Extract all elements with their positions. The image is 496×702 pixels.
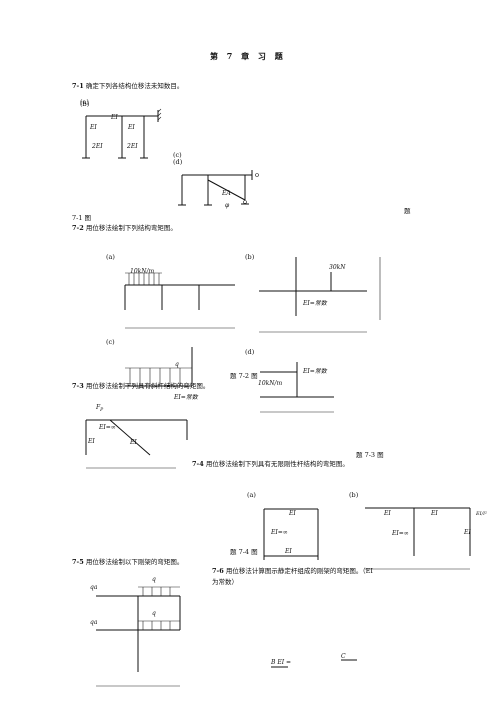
problem-7-6-cont: 为常数） xyxy=(212,578,238,586)
ei-inf-label: EI=∞ xyxy=(392,530,409,537)
ei-label: EI xyxy=(128,124,135,131)
figure-caption: 7-1 图 xyxy=(72,214,92,222)
ei-label: EI xyxy=(130,439,137,446)
ei-inf-label: EI=∞ xyxy=(99,424,116,431)
fig-label-a: (a) xyxy=(106,253,115,261)
problem-text: 用位移法计算图示静定杆组成的刚架的弯矩图。（EI xyxy=(225,567,373,575)
load-label: 10kN/m xyxy=(258,380,283,387)
problem-text: 用位移法绘制下列结构弯矩图。 xyxy=(85,224,177,232)
frame-7-5 xyxy=(96,586,181,687)
ei-label: EI=常数 xyxy=(303,368,327,375)
figure-caption: 题 7-2 图 xyxy=(230,372,258,380)
frame-7-1-ab xyxy=(82,108,162,159)
ei-label: EI xyxy=(111,114,118,121)
frame-7-2-a xyxy=(124,272,235,329)
load-label: 10kN/m xyxy=(130,268,155,275)
force-label: FP xyxy=(96,404,104,414)
frame-7-6 xyxy=(271,659,357,668)
problem-7-2: 7-2 用位移法绘制下列结构弯矩图。 xyxy=(72,225,177,232)
problem-number: 7-6 xyxy=(212,567,224,575)
ei-label: EI xyxy=(285,548,292,555)
fig-label-d: (d) xyxy=(173,158,183,166)
frame-7-1-cd xyxy=(178,170,259,206)
ei-label: EI xyxy=(431,510,438,517)
c-label: C xyxy=(341,653,346,660)
frame-7-2-d xyxy=(260,362,334,413)
problem-number: 7-4 xyxy=(192,460,204,468)
q-label: q xyxy=(152,610,156,617)
stiffness-label: EI/l² xyxy=(476,511,487,517)
frame-7-4-a xyxy=(263,508,319,560)
ei-inf-label: EI=∞ xyxy=(271,529,288,536)
frame-7-2-c xyxy=(125,347,193,387)
problem-7-1: 7-1 确定下列各结构位移法未知数目。 xyxy=(72,83,183,90)
ei-label: EI=常数 xyxy=(303,300,327,307)
frame-7-4-b xyxy=(365,507,471,570)
fig-label-a: (a) xyxy=(80,98,89,106)
ei-label: EI xyxy=(88,438,95,445)
ei-label: EI xyxy=(384,510,391,517)
q-label: q xyxy=(175,361,179,368)
fig-label-b: (b) xyxy=(245,253,255,261)
problem-7-5: 7-5 用位移法绘制以下刚架的弯矩图。 xyxy=(72,559,183,566)
phi-label: φ xyxy=(225,202,230,209)
fig-label-c: (c) xyxy=(173,151,182,159)
frame-7-3 xyxy=(85,419,188,469)
problem-7-6: 7-6 用位移法计算图示静定杆组成的刚架的弯矩图。（EI xyxy=(212,568,373,575)
qa-label: qa xyxy=(90,619,98,626)
problem-text: 确定下列各结构位移法未知数目。 xyxy=(85,82,184,90)
figure-caption: 题 7-4 图 xyxy=(230,548,258,556)
ei-label: 2EI xyxy=(92,143,103,150)
ea-label: EA xyxy=(222,190,231,197)
problem-text: 用位移法绘制下列具有无限刚性杆结构的弯矩图。 xyxy=(205,460,349,468)
ei-label: 2EI xyxy=(127,143,138,150)
side-note: 题 xyxy=(404,207,411,215)
ei-label: EI xyxy=(464,529,471,536)
fig-label-c: (c) xyxy=(106,338,115,346)
ei-label: EI xyxy=(90,124,97,131)
fig-label-b: (b) xyxy=(80,100,90,108)
page-title: 第 7 章 习 题 xyxy=(210,51,286,61)
problem-number: 7-2 xyxy=(72,224,84,232)
fig-label-a: (a) xyxy=(247,491,256,499)
fig-label-b: (b) xyxy=(349,491,359,499)
problem-number: 7-1 xyxy=(72,82,84,90)
ei-label: EI xyxy=(289,510,296,517)
problem-number: 7-5 xyxy=(72,558,84,566)
problem-text: 用位移法绘制以下刚架的弯矩图。 xyxy=(85,558,184,566)
problem-7-4: 7-4 用位移法绘制下列具有无限刚性杆结构的弯矩图。 xyxy=(192,461,349,468)
q-label: q xyxy=(152,576,156,583)
fig-label-d: (d) xyxy=(245,348,255,356)
qa-label: qa xyxy=(90,584,98,591)
force-label: 30kN xyxy=(329,264,346,271)
problem-number: 7-3 xyxy=(72,382,84,390)
figure-caption: 题 7-3 图 xyxy=(356,451,384,459)
frame-7-2-b xyxy=(259,257,381,333)
ei-label: EI=常数 xyxy=(174,394,198,401)
bei-label: B EI = xyxy=(271,659,292,666)
